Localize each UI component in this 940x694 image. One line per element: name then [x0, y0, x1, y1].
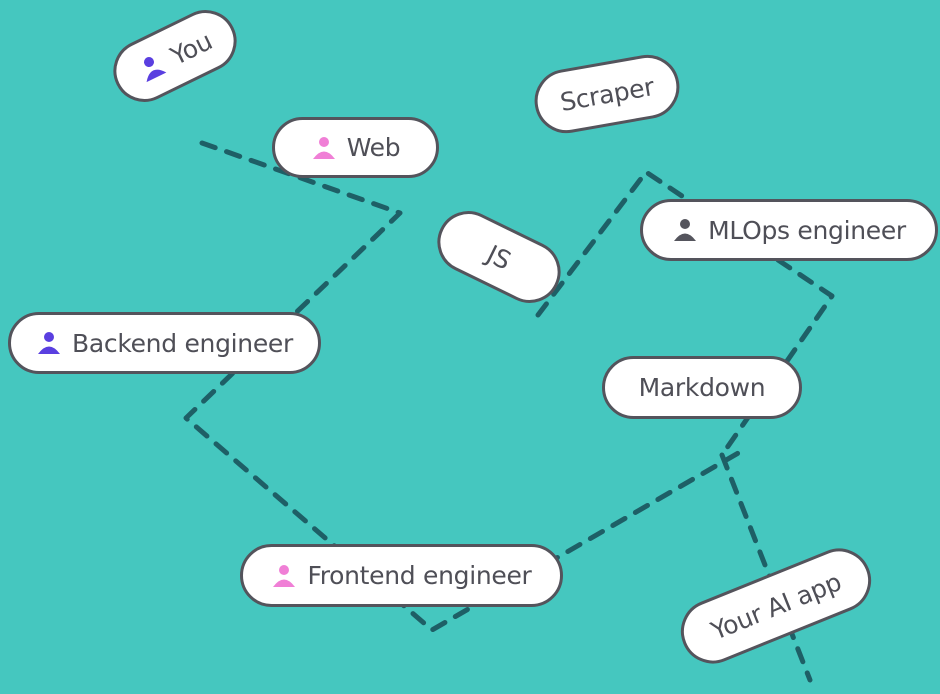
- node-web[interactable]: Web: [272, 117, 439, 178]
- person-icon: [36, 330, 62, 356]
- node-label: Frontend engineer: [307, 561, 532, 590]
- connector-markdown-to-ai-app: [719, 452, 813, 683]
- person-icon: [134, 50, 169, 85]
- person-icon: [311, 135, 337, 161]
- node-label: JS: [482, 239, 516, 275]
- node-you[interactable]: You: [102, 0, 248, 113]
- node-label: You: [165, 25, 217, 71]
- person-icon: [271, 563, 297, 589]
- node-label: Markdown: [638, 373, 766, 402]
- node-label: Backend engineer: [72, 328, 293, 358]
- node-backend[interactable]: Backend engineer: [8, 312, 321, 374]
- person-icon: [672, 217, 698, 243]
- node-label: MLOps engineer: [708, 215, 906, 245]
- node-label: Web: [346, 133, 401, 162]
- node-label: Scraper: [557, 71, 657, 117]
- node-mlops[interactable]: MLOps engineer: [640, 199, 938, 261]
- node-frontend[interactable]: Frontend engineer: [240, 544, 563, 607]
- node-markdown[interactable]: Markdown: [602, 356, 802, 419]
